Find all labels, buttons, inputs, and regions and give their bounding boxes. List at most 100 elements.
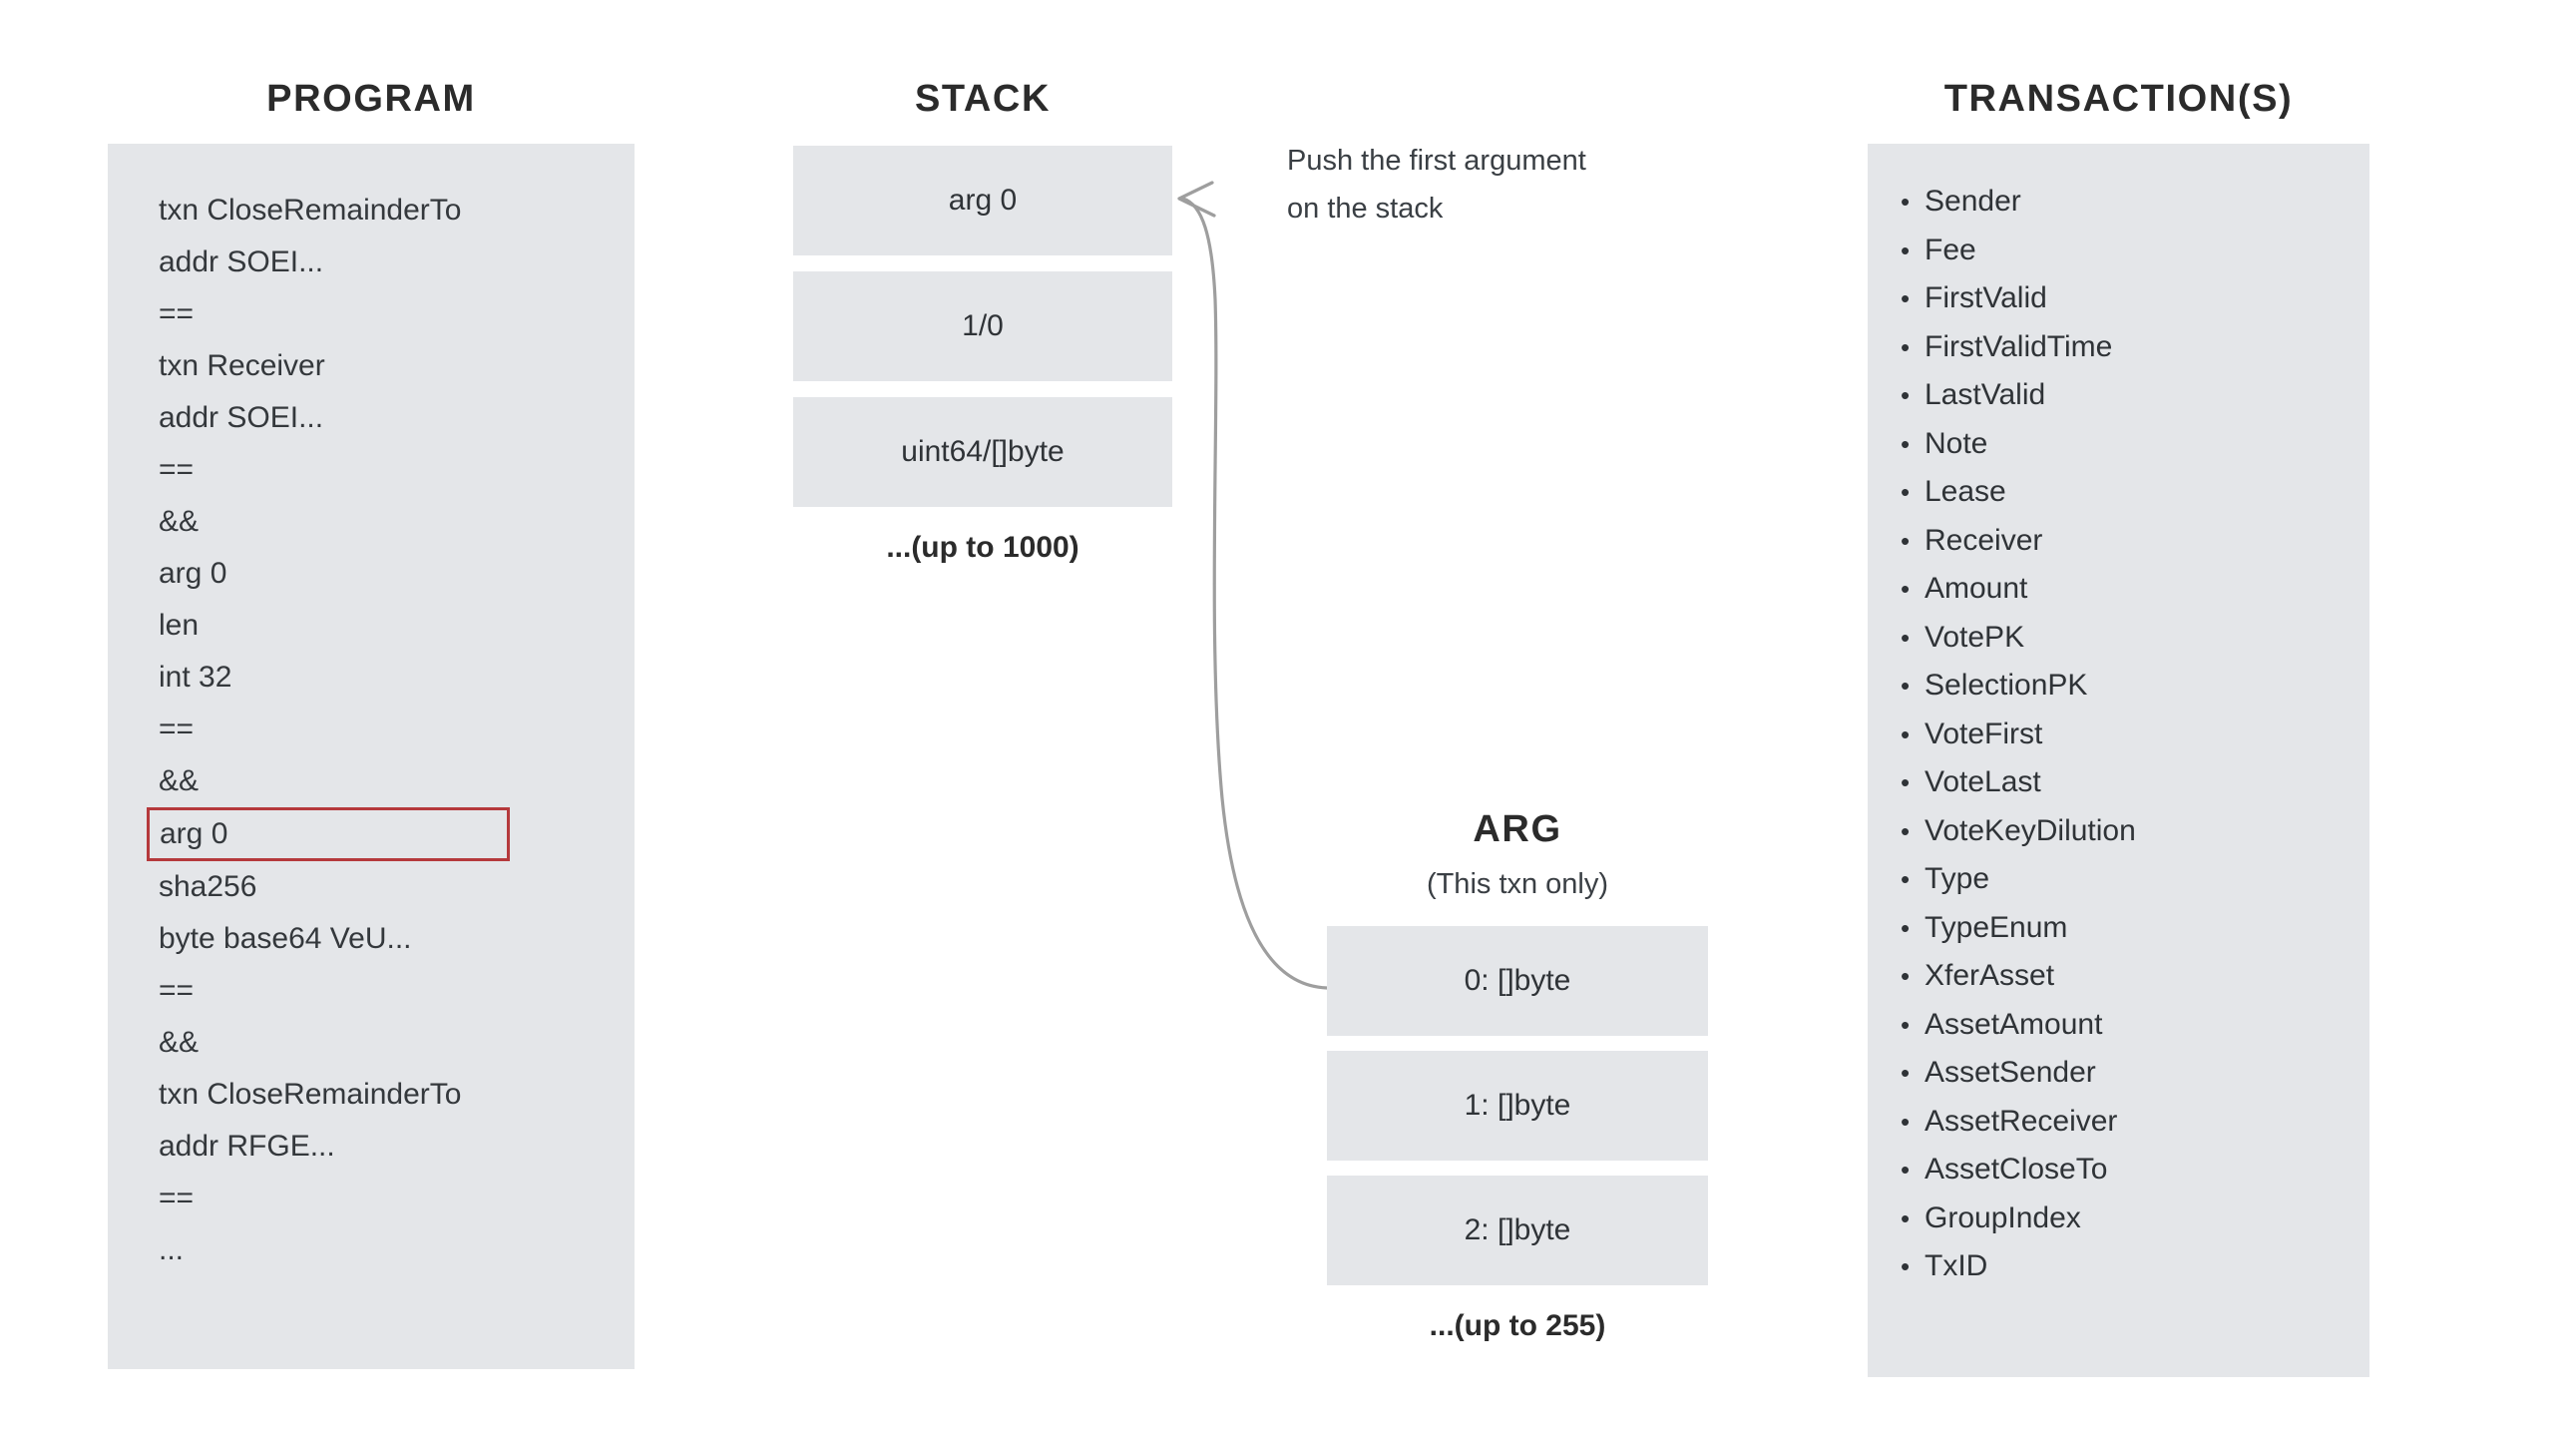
- stack-overflow-caption: ...(up to 1000): [886, 531, 1079, 564]
- bullet-icon: •: [1901, 622, 1911, 653]
- bullet-icon: •: [1901, 1251, 1911, 1281]
- bullet-icon: •: [1901, 671, 1911, 701]
- transaction-field-label: Type: [1925, 862, 1990, 895]
- transaction-field-row: • Note: [1901, 420, 2350, 469]
- transactions-column-title: TRANSACTION(S): [1943, 78, 2294, 120]
- bullet-icon: •: [1901, 380, 1911, 410]
- push-argument-note-line2: on the stack: [1287, 193, 1444, 225]
- bullet-icon: •: [1901, 235, 1911, 265]
- program-line: byte base64 VeU...: [159, 922, 412, 955]
- transaction-field-label: AssetReceiver: [1925, 1104, 2118, 1138]
- bullet-icon: •: [1901, 525, 1911, 556]
- transaction-field-label: TypeEnum: [1925, 910, 2068, 944]
- transaction-field-label: Note: [1925, 426, 1988, 460]
- bullet-icon: •: [1901, 1155, 1911, 1185]
- program-line: addr SOEI...: [159, 401, 324, 434]
- bullet-icon: •: [1901, 187, 1911, 217]
- program-line: &&: [159, 505, 200, 538]
- transaction-field-list: •Sender•Fee•FirstValid•FirstValidTime•La…: [1901, 178, 2350, 1291]
- transaction-field-row: •SelectionPK: [1901, 662, 2350, 711]
- program-line: len: [159, 609, 200, 642]
- transaction-field-row: • TxID: [1901, 1242, 2350, 1291]
- program-instruction-list: txn CloseRemainderTo addr SOEI... == txn Re…: [147, 185, 584, 1276]
- program-line: txn Receiver: [159, 349, 325, 382]
- program-line: ==: [159, 713, 195, 745]
- bullet-icon: •: [1901, 1106, 1911, 1137]
- transaction-field-row: • Sender: [1901, 178, 2350, 227]
- program-line: ==: [159, 453, 195, 486]
- transaction-field-label: Sender: [1925, 185, 2021, 218]
- program-line: txn CloseRemainderTo: [159, 194, 462, 227]
- stack-cell-0-label: arg 0: [948, 184, 1018, 217]
- transaction-field-label: VotePK: [1925, 620, 2025, 654]
- program-panel: [108, 144, 635, 1369]
- bullet-icon: •: [1901, 477, 1911, 507]
- bullet-icon: •: [1901, 1058, 1911, 1088]
- transaction-field-label: Fee: [1925, 233, 1976, 266]
- transaction-field-row: •VoteLast: [1901, 758, 2350, 807]
- program-line-highlighted: arg 0: [147, 807, 510, 861]
- program-line: &&: [159, 764, 200, 797]
- bullet-icon: •: [1901, 961, 1911, 991]
- transaction-field-row: • FirstValidTime: [1901, 323, 2350, 372]
- arg-overflow-caption: ...(up to 255): [1429, 1309, 1606, 1342]
- program-line: ...: [159, 1233, 185, 1266]
- transaction-field-row: • AssetReceiver: [1901, 1098, 2350, 1147]
- program-line: int 32: [159, 661, 232, 694]
- transaction-field-row: • AssetAmount: [1901, 1001, 2350, 1050]
- arg-column-title: ARG: [1473, 808, 1562, 850]
- transaction-field-row: •XferAsset: [1901, 952, 2350, 1001]
- transaction-field-row: • VoteKeyDilution: [1901, 807, 2350, 856]
- stack-cell-1: 1/0: [793, 271, 1172, 381]
- transaction-field-label: TxID: [1925, 1249, 1988, 1282]
- arg-cell-1-label: 1: []byte: [1464, 1089, 1571, 1122]
- stack-cell-1-label: 1/0: [962, 309, 1004, 342]
- stack-cell-2: uint64/[]byte: [793, 397, 1172, 507]
- transaction-field-row: • Receiver: [1901, 517, 2350, 566]
- transaction-field-label: AssetSender: [1925, 1056, 2096, 1089]
- transaction-field-row: • VoteFirst: [1901, 711, 2350, 759]
- transaction-field-row: •Amount: [1901, 565, 2350, 614]
- program-line: addr RFGE...: [159, 1130, 335, 1163]
- program-line: ==: [159, 297, 195, 330]
- program-line: sha256: [159, 870, 257, 903]
- transaction-field-row: • Type: [1901, 855, 2350, 904]
- stack-cell-0: arg 0: [793, 146, 1172, 255]
- transaction-field-label: FirstValidTime: [1925, 329, 2113, 363]
- program-line: arg 0: [159, 557, 227, 590]
- transaction-field-label: Receiver: [1925, 523, 2043, 557]
- transaction-field-label: AssetAmount: [1925, 1007, 2103, 1041]
- arg-column-subtitle: (This txn only): [1426, 868, 1609, 900]
- transaction-field-label: VoteLast: [1925, 765, 2041, 798]
- transaction-field-label: FirstValid: [1925, 281, 2047, 314]
- arg-cell-0: 0: []byte: [1327, 926, 1708, 1036]
- program-line: txn CloseRemainderTo: [159, 1078, 462, 1111]
- transaction-field-label: AssetCloseTo: [1925, 1153, 2108, 1186]
- bullet-icon: •: [1901, 912, 1911, 943]
- program-column-title: PROGRAM: [266, 78, 476, 120]
- bullet-icon: •: [1901, 428, 1911, 459]
- transaction-field-label: VoteKeyDilution: [1925, 813, 2136, 847]
- bullet-icon: •: [1901, 1009, 1911, 1040]
- transaction-field-row: •GroupIndex: [1901, 1194, 2350, 1243]
- arg-cell-2: 2: []byte: [1327, 1176, 1708, 1285]
- bullet-icon: •: [1901, 331, 1911, 362]
- bullet-icon: •: [1901, 718, 1911, 749]
- arg-cell-2-label: 2: []byte: [1464, 1213, 1571, 1246]
- push-argument-note: Push the first argument on the stack: [1287, 137, 1686, 233]
- transaction-field-label: VoteFirst: [1925, 716, 2043, 750]
- transaction-field-row: •Lease: [1901, 468, 2350, 517]
- bullet-icon: •: [1901, 574, 1911, 604]
- transaction-field-row: • LastValid: [1901, 371, 2350, 420]
- transaction-field-row: • VotePK: [1901, 614, 2350, 663]
- arg-cell-1: 1: []byte: [1327, 1051, 1708, 1161]
- program-line: ==: [159, 974, 195, 1007]
- transaction-field-label: LastValid: [1925, 378, 2046, 411]
- bullet-icon: •: [1901, 864, 1911, 894]
- program-line: ==: [159, 1182, 195, 1214]
- transaction-field-row: •FirstValid: [1901, 274, 2350, 323]
- bullet-icon: •: [1901, 1202, 1911, 1233]
- bullet-icon: •: [1901, 815, 1911, 846]
- transactions-panel: [1868, 144, 2369, 1377]
